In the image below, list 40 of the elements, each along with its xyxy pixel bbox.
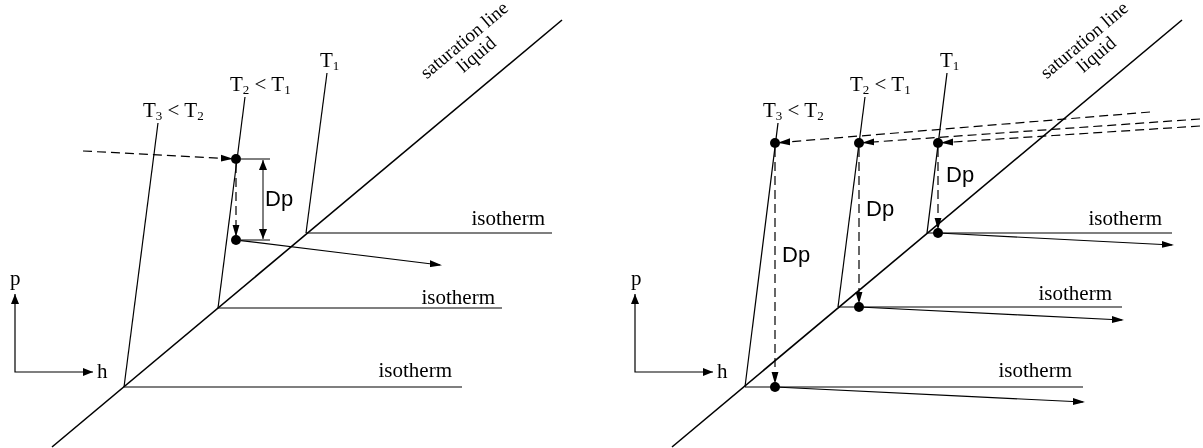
dashed-process-arrow bbox=[862, 118, 1201, 146]
state-point bbox=[854, 138, 864, 148]
temperature-label: T$_{1}$ bbox=[940, 50, 960, 72]
axis-label: p bbox=[631, 268, 642, 289]
pressure-drop-label: Dp bbox=[866, 198, 895, 220]
axis-label: p bbox=[10, 268, 21, 289]
axis-label: h bbox=[717, 361, 728, 382]
isotherm-label: isotherm bbox=[471, 208, 545, 229]
dashed-process-arrow bbox=[771, 147, 779, 384]
process-arrow bbox=[779, 386, 1085, 406]
isotherm-label: isotherm bbox=[998, 360, 1072, 381]
state-point bbox=[854, 302, 864, 312]
dashed-process-arrow bbox=[82, 150, 233, 163]
axis-label: h bbox=[97, 361, 108, 382]
dashed-process-arrow bbox=[941, 125, 1201, 146]
isotherm-label: isotherm bbox=[1088, 208, 1162, 229]
temperature-label: T$_{2}$ < T$_{1}$ bbox=[850, 74, 911, 96]
dashed-process-arrow bbox=[232, 163, 240, 237]
dashed-process-arrow bbox=[934, 147, 942, 230]
temperature-label: T$_{3}$ < T$_{2}$ bbox=[143, 100, 204, 122]
isotherm-label: isotherm bbox=[421, 287, 495, 308]
temperature-label: T$_{1}$ bbox=[320, 50, 340, 72]
process-arrow bbox=[942, 232, 1174, 249]
process-arrow bbox=[240, 240, 442, 268]
state-point bbox=[770, 382, 780, 392]
pressure-drop-label: Dp bbox=[782, 244, 811, 266]
state-point bbox=[231, 235, 241, 245]
dashed-process-arrow bbox=[855, 147, 863, 304]
isotherm-label: isotherm bbox=[378, 360, 452, 381]
dashed-process-arrow bbox=[778, 111, 1151, 146]
isotherm-label: isotherm bbox=[1038, 283, 1112, 304]
pressure-drop-label: Dp bbox=[946, 164, 975, 186]
temperature-label: T$_{2}$ < T$_{1}$ bbox=[230, 74, 291, 96]
state-point bbox=[933, 228, 943, 238]
state-point bbox=[231, 154, 241, 164]
process-arrow bbox=[863, 306, 1124, 324]
pressure-drop-label: Dp bbox=[265, 188, 294, 210]
state-point bbox=[770, 138, 780, 148]
state-point bbox=[933, 138, 943, 148]
temperature-label: T$_{3}$ < T$_{2}$ bbox=[763, 100, 824, 122]
